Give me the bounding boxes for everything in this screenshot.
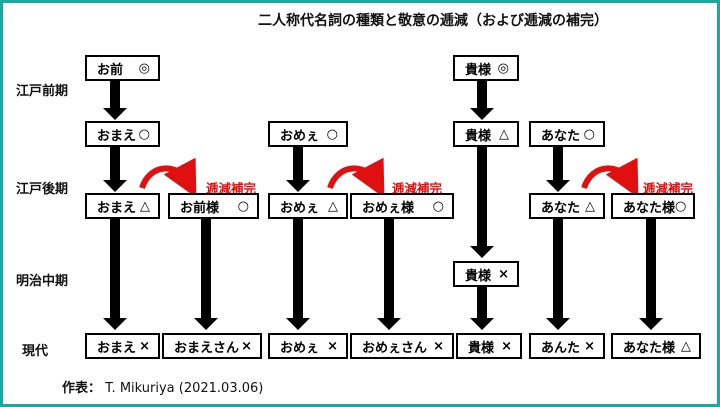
word-text: あなた様 [623,200,676,216]
word-text: おめぇさん [362,340,428,356]
red-curve-arrow-3 [581,157,639,198]
word-text: あんた [541,340,581,356]
respect-mark: × [584,338,595,354]
arrow-kisama-early-to-late [470,81,494,120]
word-box-kisama-modern: 貴様 × [456,333,522,359]
respect-mark: ○ [675,198,687,214]
respect-mark: △ [140,198,150,214]
word-text: 貴様 [465,128,492,144]
complement-label-3: 逓減補完 [643,181,694,196]
arrow-omaesama-to-modern [194,219,218,330]
word-box-omae-late2: おまえ △ [85,193,160,219]
word-text: おまえ [97,340,137,356]
word-box-omeesama: おめぇ様 ○ [350,193,454,219]
word-box-anatasama-modern: あなた様 △ [611,333,701,359]
word-text: おまえさん [174,340,240,356]
arrow-anata-to-modern [546,219,570,330]
word-box-omae-modern: おまえ × [85,333,160,359]
word-text: 貴様 [465,268,492,284]
word-box-kisama-meiji: 貴様 × [453,261,519,287]
arrow-kisama-late-to-meiji [470,147,494,258]
complement-label-1: 逓減補完 [206,181,257,196]
respect-mark: × [498,266,509,282]
red-curve-arrow-1 [139,157,197,198]
word-box-omee-late: おめぇ ○ [268,121,348,147]
word-text: お前 [97,62,124,78]
word-box-anata-late: あなた ○ [529,121,605,147]
respect-mark: ○ [237,198,249,214]
word-text: おまえ [97,200,137,216]
respect-mark: × [501,338,512,354]
word-text: おまえ [97,128,137,144]
word-text: おめぇ [280,340,320,356]
row-label-edo-late: 江戸後期 [16,182,69,197]
author-credit: 作表： T. Mikuriya (2021.03.06) [62,377,263,396]
red-curve-arrow-2 [327,157,385,198]
respect-mark: × [241,338,252,354]
arrow-anata-late-to-late2 [546,147,570,192]
word-box-omee-late2: おめぇ △ [268,193,348,219]
word-box-anata-late2: あなた △ [529,193,605,219]
arrow-omee-late-to-late2 [286,147,310,192]
word-box-omee-modern: おめぇ × [268,333,348,359]
row-label-modern: 現代 [22,344,49,359]
word-text: あなた [541,128,581,144]
complement-label-2: 逓減補完 [392,181,443,196]
respect-mark: × [139,338,150,354]
row-label-edo-early: 江戸前期 [16,84,69,99]
respect-mark: △ [328,198,338,214]
word-text: おめぇ [280,200,320,216]
arrow-omae-late-to-late2 [103,147,127,192]
page-title: 二人称代名詞の種類と敬意の逓減（および逓減の補完） [258,13,608,29]
word-box-kisama-early: 貴様 ◎ [453,55,519,81]
respect-mark: × [327,338,338,354]
word-text: おめぇ様 [362,200,415,216]
respect-mark: ○ [138,126,150,142]
credit-text: T. Mikuriya (2021.03.06) [105,381,264,396]
arrow-kisama-meiji-to-modern [470,287,494,330]
word-box-omaesan-modern: おまえさん × [162,333,262,359]
word-text: あなた [541,200,581,216]
word-box-omae-late: おまえ ○ [85,121,160,147]
row-label-meiji: 明治中期 [16,274,69,289]
respect-mark: ◎ [497,60,509,76]
word-box-anatasama-late: あなた様 ○ [611,193,695,219]
word-box-kisama-late: 貴様 △ [453,121,519,147]
respect-mark: × [433,338,444,354]
credit-label: 作表： [62,381,102,396]
respect-mark: ○ [583,126,595,142]
respect-mark: △ [681,338,691,354]
word-text: あなた様 [623,340,676,356]
arrow-omae-to-modern [103,219,127,330]
word-box-omeesan-modern: おめぇさん × [350,333,454,359]
arrow-omae-early-to-late [103,81,127,120]
word-text: おめぇ [280,128,320,144]
respect-mark: △ [585,198,595,214]
arrow-omeesama-to-modern [377,219,401,330]
respect-mark: ○ [326,126,338,142]
respect-mark: ◎ [138,60,150,76]
word-box-anta-modern: あんた × [529,333,605,359]
word-text: お前様 [180,200,220,216]
word-text: 貴様 [465,62,492,78]
word-box-omae-early: お前 ◎ [85,55,160,81]
word-text: 貴様 [468,340,495,356]
word-box-omaesama: お前様 ○ [168,193,259,219]
respect-mark: △ [499,126,509,142]
arrow-anatasama-to-modern [639,219,663,330]
respect-mark: ○ [432,198,444,214]
arrow-omee-to-modern [286,219,310,330]
